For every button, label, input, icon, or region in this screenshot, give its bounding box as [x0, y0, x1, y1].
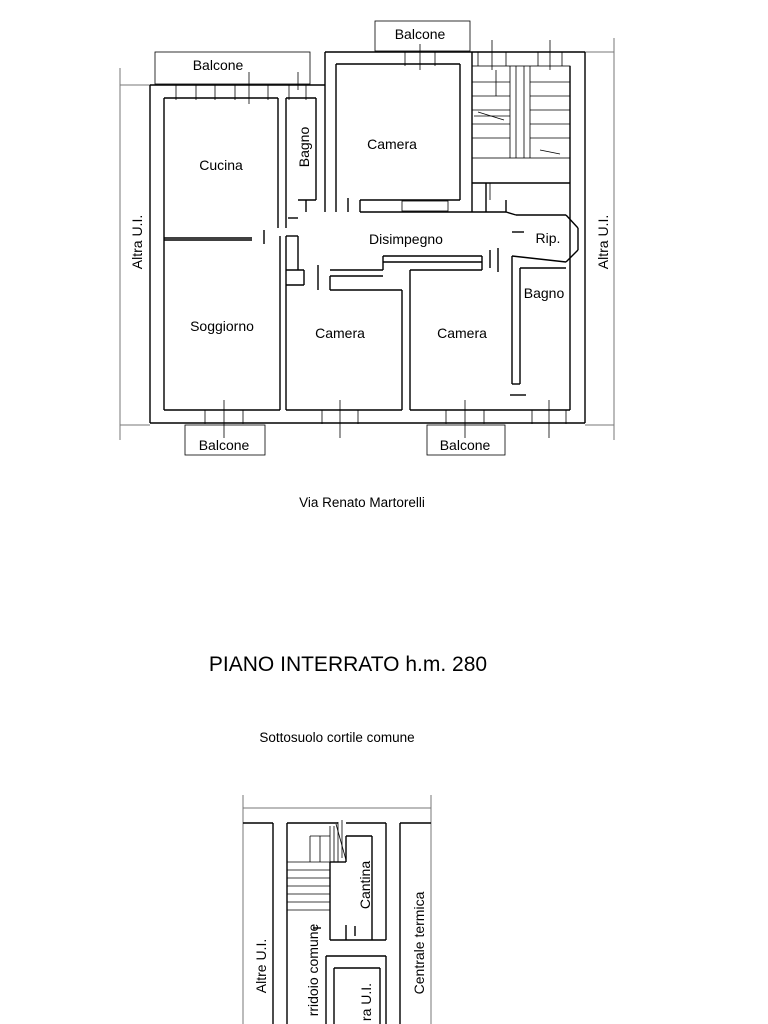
external-walls — [149, 51, 586, 424]
label-centrale-termica: Centrale termica — [411, 891, 427, 994]
label-basement-neighbor: Altre U.I. — [253, 939, 269, 993]
label-courtyard: Sottosuolo cortile comune — [259, 730, 414, 745]
interior-walls — [164, 52, 579, 410]
stairwell — [471, 65, 571, 200]
balconies — [154, 20, 506, 456]
label-cucina: Cucina — [199, 157, 243, 173]
window-symbols — [175, 40, 567, 438]
label-neighbor-left: Altra U.I. — [129, 215, 145, 269]
balcony-bottom-right — [426, 424, 506, 456]
basement-title: PIANO INTERRATO h.m. 280 — [209, 653, 487, 676]
basement-stairs — [287, 820, 347, 911]
balcony-bottom-left — [184, 424, 266, 456]
label-disimpegno: Disimpegno — [369, 231, 443, 247]
label-balcone-top-left: Balcone — [193, 57, 244, 73]
upper-floor-plan: Balcone Balcone Cucina Bagno Camera Disi… — [119, 20, 615, 510]
label-bagno-left: Bagno — [296, 127, 312, 168]
label-soggiorno: Soggiorno — [190, 318, 254, 334]
label-balcone-bottom-right: Balcone — [440, 437, 491, 453]
balcony-top-left — [154, 51, 311, 85]
label-balcone-top-center: Balcone — [395, 26, 446, 42]
label-ripostiglio: Rip. — [536, 230, 561, 246]
label-bagno-right: Bagno — [524, 285, 565, 301]
label-neighbor-right: Altra U.I. — [595, 215, 611, 269]
label-camera-bottom-right: Camera — [437, 325, 487, 341]
basement-plan: Altre U.I. rridoio comune Cantina Centra… — [242, 795, 432, 1024]
label-street: Via Renato Martorelli — [299, 495, 425, 510]
label-corridor: rridoio comune — [305, 923, 321, 1016]
label-camera-bottom-left: Camera — [315, 325, 365, 341]
label-balcone-bottom-left: Balcone — [199, 437, 250, 453]
balcony-top-center — [374, 20, 471, 52]
label-camera-top: Camera — [367, 136, 417, 152]
label-cantina: Cantina — [357, 861, 373, 909]
label-other-unit: ra U.I. — [358, 983, 374, 1021]
